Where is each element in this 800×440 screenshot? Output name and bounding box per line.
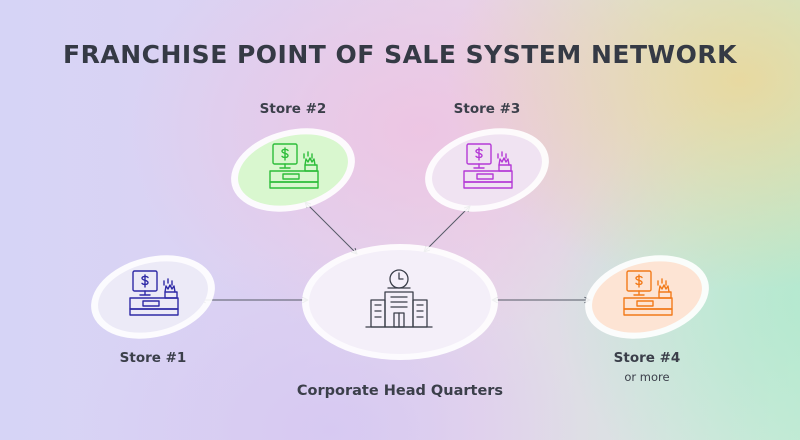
store-node-2 [231, 128, 355, 212]
pos-register-icon [463, 143, 513, 189]
office-building-clock-icon [365, 269, 433, 328]
store-node-1 [91, 255, 215, 339]
pos-register-icon [269, 143, 319, 189]
store-label-2: Store #2 [259, 101, 327, 117]
connector-store-2 [305, 202, 357, 254]
diagram-title: FRANCHISE POINT OF SALE SYSTEM NETWORK [63, 40, 737, 69]
pos-register-icon [129, 270, 179, 316]
hq-node [302, 244, 498, 360]
hq-label: Corporate Head Quarters [296, 383, 504, 399]
store-label-1: Store #1 [119, 350, 187, 366]
pos-register-icon [623, 270, 673, 316]
store-node-3 [425, 128, 549, 212]
store-label-4: Store #4 [613, 350, 681, 366]
store-label-3: Store #3 [453, 101, 521, 117]
store-node-4 [585, 255, 709, 339]
store-4-note: or more [624, 370, 670, 384]
connectors [200, 202, 590, 300]
connector-store-3 [424, 206, 470, 252]
